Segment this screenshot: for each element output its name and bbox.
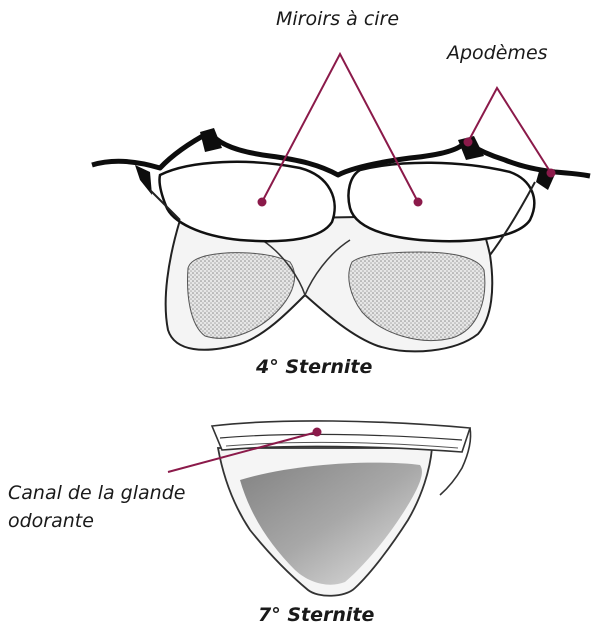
sternite-4-ridge-fill-left: [200, 128, 222, 152]
sternite-7-shading: [240, 463, 422, 585]
dot-gland-canal: [313, 428, 322, 437]
caption-sternite-4: 4° Sternite: [256, 356, 372, 378]
dot-wax-mirror-left: [258, 198, 267, 207]
dot-wax-mirror-right: [414, 198, 423, 207]
label-wax-mirrors: Miroirs à cire: [276, 8, 399, 30]
sternite-4-side-left: [135, 165, 152, 195]
sternite-4-left-lobe: [188, 253, 295, 339]
dot-apodeme-right: [547, 169, 556, 178]
caption-sternite-7: 7° Sternite: [258, 604, 374, 626]
label-apodemes: Apodèmes: [447, 42, 548, 64]
sternite-4-drawing: [92, 128, 590, 351]
label-gland-canal-line1: Canal de la glande: [8, 482, 185, 504]
dot-apodeme-left: [464, 138, 473, 147]
sternite-7-drawing: [212, 421, 471, 596]
sternite-4-ridge: [92, 132, 590, 176]
label-gland-canal-line2: odorante: [8, 510, 94, 532]
